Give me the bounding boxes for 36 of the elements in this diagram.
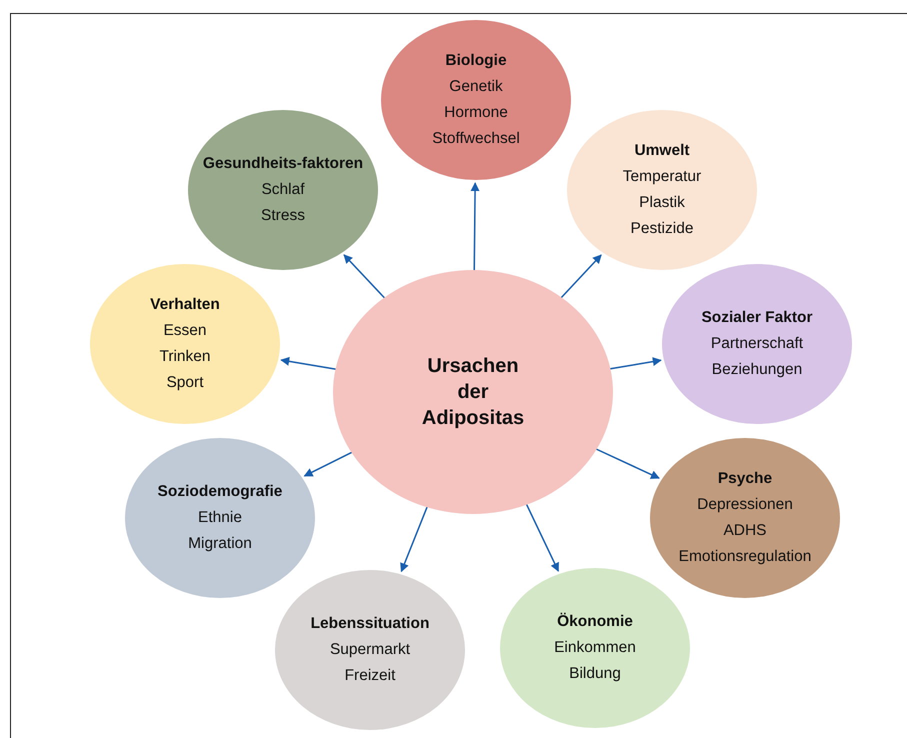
factor-label: Plastik — [639, 193, 685, 213]
category-heading: Verhalten — [150, 295, 220, 315]
factor-label: Supermarkt — [330, 640, 410, 660]
factor-label: Depressionen — [697, 495, 793, 515]
category-heading: Psyche — [718, 469, 772, 489]
arrow — [343, 254, 387, 300]
arrow — [304, 450, 354, 477]
factor-label: Temperatur — [622, 167, 702, 187]
category-heading: Sozialer Faktor — [701, 308, 813, 328]
arrow — [594, 447, 660, 479]
factor-label: Migration — [188, 534, 252, 554]
central-title: Ursachen der Adipositas — [420, 354, 526, 431]
category-heading: Lebenssituation — [310, 614, 430, 634]
factor-label: Beziehungen — [712, 360, 802, 380]
factor-label: Pestizide — [630, 219, 694, 239]
factor-label: Trinken — [159, 347, 211, 367]
category-heading: Gesundheits-faktoren — [202, 154, 364, 174]
factor-label: Stoffwechsel — [432, 129, 520, 149]
factor-label: Einkommen — [554, 638, 636, 658]
factor-label: Stress — [261, 206, 305, 226]
arrow — [558, 254, 602, 300]
category-heading: Umwelt — [634, 141, 690, 161]
factor-label: Hormone — [444, 103, 508, 123]
factor-label: Emotionsregulation — [678, 547, 812, 567]
factor-label: Ethnie — [198, 508, 242, 528]
factor-label: Sport — [166, 373, 204, 393]
factor-label: Freizeit — [344, 666, 396, 686]
factor-label: Essen — [163, 321, 207, 341]
category-heading: Biologie — [445, 51, 507, 71]
category-heading: Ökonomie — [557, 612, 633, 632]
category-heading: Soziodemografie — [158, 482, 282, 502]
factor-label: Genetik — [449, 77, 503, 97]
factor-label: Bildung — [569, 664, 621, 684]
factor-label: ADHS — [723, 521, 767, 541]
factor-label: Schlaf — [261, 180, 305, 200]
factor-label: Partnerschaft — [710, 334, 804, 354]
